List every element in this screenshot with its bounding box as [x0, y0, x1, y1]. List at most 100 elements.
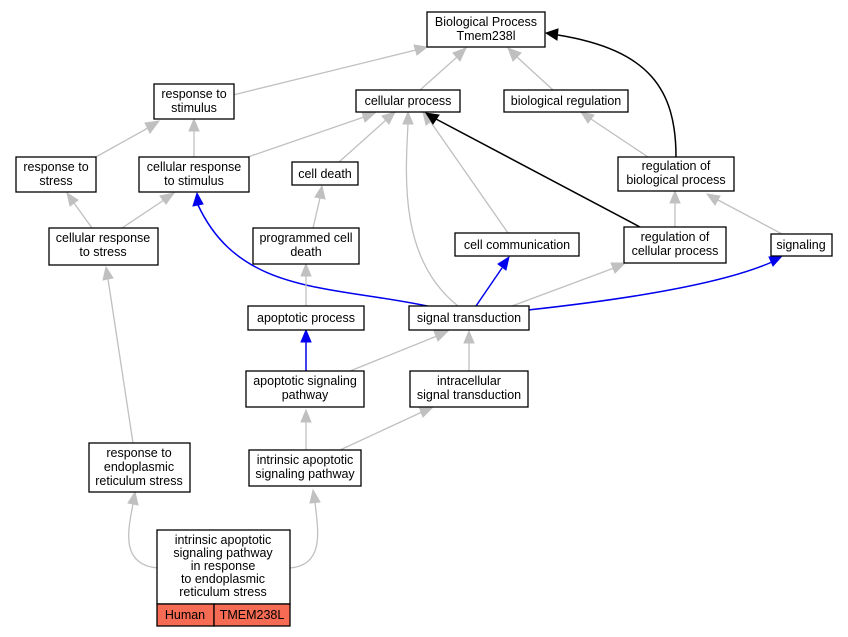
species-tag-label: Human	[165, 608, 205, 622]
node-intracellular-signal-transduction[interactable]: intracellular signal transduction	[409, 370, 529, 408]
node-cellular-process[interactable]: cellular process	[355, 89, 461, 113]
edge-signal-transduction-to-cell-communication	[475, 267, 503, 307]
edge-biological-regulation-to-root	[516, 56, 554, 91]
node-biological-regulation[interactable]: biological regulation	[503, 89, 629, 113]
node-signal-transduction[interactable]: signal transduction	[408, 305, 530, 331]
arrowhead-icon	[361, 111, 377, 123]
node-response-to-stress[interactable]: response to stress	[15, 156, 97, 193]
arrowhead-icon	[497, 255, 510, 271]
node-label-line: to endoplasmic	[181, 572, 265, 586]
arrowhead-icon	[309, 488, 321, 504]
species-tag[interactable]: Human	[156, 603, 215, 627]
edge-signal-transduction-to-cellular-process	[405, 123, 459, 307]
node-label-line: signaling	[776, 238, 825, 252]
arrowhead-icon	[144, 120, 161, 134]
arrowhead-icon	[413, 44, 429, 56]
node-apoptotic-process[interactable]: apoptotic process	[247, 305, 365, 331]
arrowhead-icon	[544, 28, 559, 41]
edge-focus-term-to-response-to-er-stress	[128, 503, 159, 569]
gene-tag-label: TMEM238L	[220, 608, 285, 622]
node-cell-death[interactable]: cell death	[291, 161, 359, 186]
node-label-line: programmed cell	[259, 231, 352, 245]
node-label-line: reticulum stress	[95, 474, 183, 488]
arrowhead-icon	[705, 193, 721, 206]
node-signaling[interactable]: signaling	[770, 233, 833, 257]
node-intrinsic-apoptotic-signaling-pathway[interactable]: intrinsic apoptotic signaling pathway	[248, 449, 362, 487]
edge-cellular-response-to-stress-to-response-to-stress	[73, 202, 93, 229]
node-regulation-of-biological-process[interactable]: regulation of biological process	[617, 156, 735, 192]
edge-intrinsic-apoptotic-to-intracellular-signal-transduction	[339, 411, 423, 451]
gene-tag[interactable]: TMEM238L	[213, 603, 291, 627]
arrowhead-icon	[300, 408, 312, 423]
arrowhead-icon	[192, 191, 204, 207]
node-focus-term[interactable]: intrinsic apoptotic signaling pathway in…	[156, 529, 291, 627]
arrowhead-icon	[300, 262, 312, 277]
arrowhead-icon	[402, 110, 414, 125]
node-response-to-stimulus[interactable]: response to stimulus	[153, 83, 235, 120]
node-cellular-response-to-stress[interactable]: cellular response to stress	[48, 227, 159, 266]
node-label-line: cell communication	[464, 238, 570, 252]
arrowhead-icon	[433, 330, 450, 342]
node-label-line: Tmem238l	[456, 29, 515, 43]
node-label-line: cellular process	[365, 94, 452, 108]
edge-signal-transduction-to-signaling	[527, 261, 773, 311]
arrowhead-icon	[314, 184, 326, 200]
edge-signaling-to-regulation-of-biological-process	[717, 199, 783, 235]
node-label-line: biological regulation	[511, 94, 622, 108]
edge-response-to-stimulus-to-root	[232, 49, 417, 96]
node-label-line: cellular response	[56, 231, 151, 245]
edge-focus-term-to-intrinsic-apoptotic	[289, 501, 319, 569]
arrowhead-icon	[579, 111, 595, 124]
edge-cell-communication-to-cellular-process	[429, 120, 509, 234]
edge-signal-transduction-to-regulation-of-cellular-process	[511, 267, 615, 307]
edge-cell-death-to-cellular-process	[338, 119, 387, 163]
arrowhead-icon	[300, 328, 312, 343]
node-label-line: Biological Process	[435, 15, 537, 29]
edge-cellular-response-to-stimulus-to-cellular-process	[247, 116, 365, 158]
node-label-line: to stimulus	[164, 174, 224, 188]
edge-regulation-of-cellular-process-to-cellular-process	[435, 118, 641, 228]
node-label-line: to stress	[79, 245, 126, 259]
edge-regulation-of-biological-process-to-biological-regulation	[590, 118, 649, 158]
node-label-line: response to	[106, 446, 171, 460]
nodes: Biological Process Tmem238l response to …	[15, 11, 833, 627]
node-apoptotic-signaling-pathway[interactable]: apoptotic signaling pathway	[245, 370, 365, 408]
arrowhead-icon	[381, 111, 396, 125]
node-label-line: signal transduction	[417, 388, 521, 402]
arrowhead-icon	[188, 117, 200, 132]
node-label-line: regulation of	[642, 159, 711, 173]
arrowhead-icon	[159, 192, 176, 205]
arrowhead-icon	[669, 189, 681, 204]
node-label-line: death	[290, 245, 321, 259]
node-label-line: signaling pathway	[255, 467, 355, 481]
node-label-line: endoplasmic	[104, 460, 174, 474]
node-cellular-response-to-stimulus[interactable]: cellular response to stimulus	[138, 156, 250, 193]
node-label-line: signal transduction	[417, 311, 521, 325]
edge-response-to-stress-to-response-to-stimulus	[93, 127, 149, 159]
arrowhead-icon	[102, 265, 114, 281]
node-programmed-cell-death[interactable]: programmed cell death	[252, 227, 360, 265]
node-label-line: apoptotic signaling	[253, 374, 357, 388]
edge-cellular-response-to-stress-to-cellular-response-to-stimulus	[121, 199, 165, 229]
arrowhead-icon	[452, 47, 467, 62]
node-regulation-of-cellular-process[interactable]: regulation of cellular process	[623, 226, 727, 264]
arrowhead-icon	[66, 191, 79, 207]
node-label-line: intrinsic apoptotic	[175, 533, 272, 547]
node-label-line: stimulus	[171, 101, 217, 115]
node-biological-process-root[interactable]: Biological Process Tmem238l	[426, 11, 546, 48]
edge-cellular-process-to-root	[419, 56, 458, 91]
node-label-line: regulation of	[641, 230, 710, 244]
node-label-line: cellular response	[147, 160, 242, 174]
edge-response-to-er-stress-to-cellular-response-to-stress	[107, 278, 134, 444]
node-label-line: pathway	[282, 388, 329, 402]
edge-signal-transduction-to-cellular-response-to-stimulus	[197, 204, 433, 308]
edge-regulation-of-biological-process-to-root	[557, 34, 677, 158]
arrowhead-icon	[507, 47, 522, 62]
node-label-line: biological process	[626, 173, 725, 187]
arrowhead-icon	[610, 262, 627, 274]
arrowhead-icon	[424, 112, 440, 125]
node-response-to-er-stress[interactable]: response to endoplasmic reticulum stress	[88, 442, 191, 493]
node-cell-communication[interactable]: cell communication	[454, 232, 580, 257]
arrowhead-icon	[418, 406, 435, 418]
